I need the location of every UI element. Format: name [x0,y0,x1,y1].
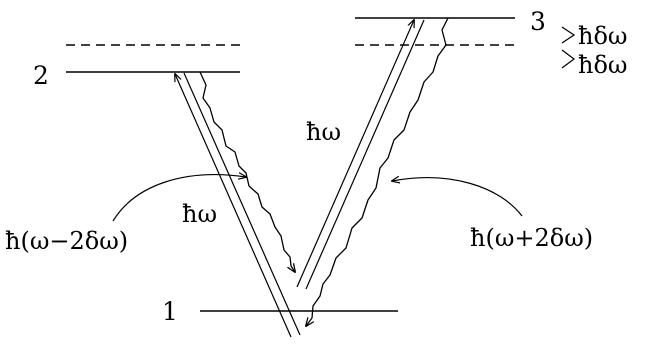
pump-arrow-right-b [305,19,425,290]
pump-label-right: ħω [306,118,341,146]
pump-arrow-left-b [183,72,301,336]
splitting-brace-lower [561,49,575,69]
splitting-label-upper: ħδω [578,22,627,50]
level-3-label: 3 [530,7,546,36]
emission-label-right: ħ(ω+2δω) [470,224,593,252]
level-1-label: 1 [162,297,178,326]
emission-wave-right [306,17,449,326]
emission-wave-left [199,71,295,272]
splitting-brace-upper [561,26,576,44]
pointer-arrow-right [392,178,523,217]
emission-label-left: ħ(ω−2δω) [5,227,128,255]
pointer-arrow-left [112,175,246,222]
pump-arrow-right-a [296,20,414,288]
pump-label-left: ħω [182,200,217,228]
level-2-label: 2 [33,61,49,90]
pump-arrow-left-a [175,74,292,338]
splitting-label-lower: ħδω [578,51,627,79]
